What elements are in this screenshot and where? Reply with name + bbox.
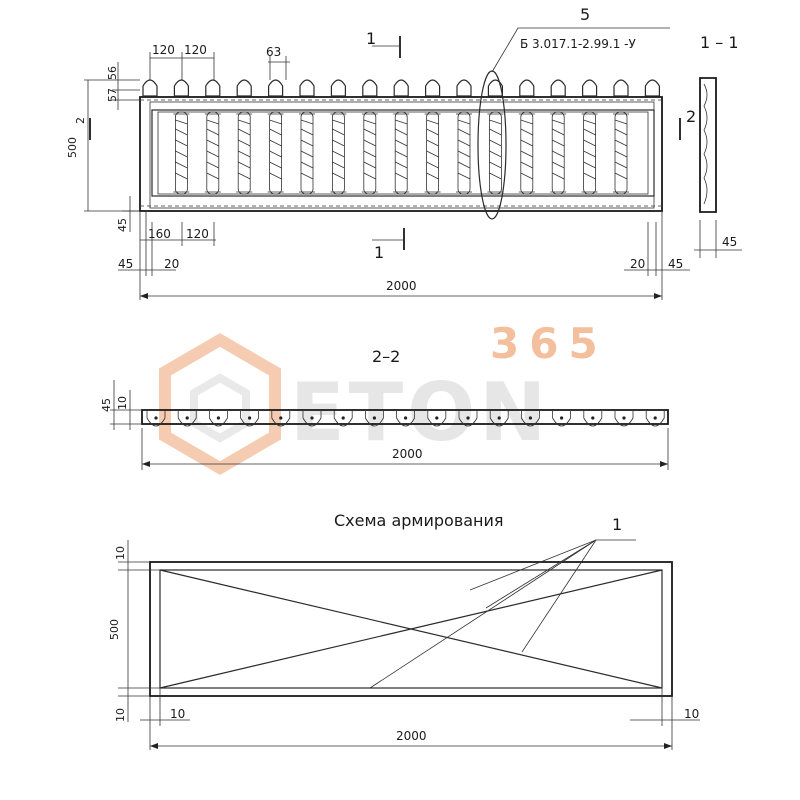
baluster-head-section — [458, 410, 478, 427]
section-2-right-label: 2 — [686, 107, 696, 126]
baluster-head-section — [521, 410, 540, 427]
rebar-diagonal-2 — [159, 569, 663, 689]
callout-circle — [477, 70, 507, 220]
watermark: 365 ETON — [159, 319, 608, 475]
dim-right-20: 20 — [630, 257, 645, 271]
section-1-bottom-label: 1 — [374, 243, 384, 262]
baluster-head-section — [271, 410, 291, 427]
dim-left-45: 45 — [116, 218, 129, 232]
panel-window — [151, 109, 655, 197]
dim-top-total-2000: 2000 — [386, 279, 417, 293]
dim-reinf-10-left: 10 — [170, 707, 185, 721]
baluster-head-section — [240, 410, 259, 427]
baluster-head-section — [177, 410, 197, 427]
baluster-head-section — [614, 410, 634, 427]
dim-sec22-10: 10 — [116, 396, 129, 410]
dim-left-500: 500 — [66, 137, 79, 158]
baluster — [518, 79, 535, 195]
baluster — [456, 79, 472, 195]
baluster — [361, 79, 378, 195]
baluster — [550, 79, 567, 195]
dim-top-63: 63 — [266, 45, 281, 59]
reinforcement-callout-1: 1 — [612, 515, 622, 534]
reinforcement-title: Схема армирования — [334, 511, 504, 530]
baluster — [581, 79, 598, 195]
dim-bot-20: 20 — [164, 257, 179, 271]
baluster — [204, 79, 221, 195]
side-profile — [699, 77, 717, 213]
baluster-head-section — [645, 410, 665, 427]
panel-outline — [139, 96, 663, 212]
baluster-head-section — [583, 410, 603, 427]
dim-bot-160: 160 — [148, 227, 171, 241]
callout-number: 5 — [580, 5, 590, 24]
baluster — [236, 79, 253, 195]
baluster-head-section — [333, 410, 353, 427]
dim-side-45: 45 — [722, 235, 737, 249]
top-view: 5 Б 3.017.1-2.99.1 -У 1 1 2 2 1 – 1 120 … — [66, 5, 742, 300]
dim-right-45: 45 — [668, 257, 683, 271]
section-2-2: 2–2 45 10 2000 — [100, 347, 669, 470]
baluster — [267, 79, 284, 195]
section-2-2-baluster-heads — [146, 410, 665, 427]
dim-reinf-10-right: 10 — [684, 707, 699, 721]
dim-sec22-total-2000: 2000 — [392, 447, 423, 461]
reinforcement-cage — [159, 569, 663, 689]
dim-reinf-10-bottom: 10 — [114, 708, 127, 722]
baluster — [299, 79, 315, 195]
baluster — [393, 79, 410, 195]
dim-top-120b: 120 — [184, 43, 207, 57]
baluster-head-section — [427, 410, 447, 427]
baluster-head-section — [209, 410, 228, 427]
dim-reinf-500: 500 — [108, 619, 121, 640]
dim-bot-120: 120 — [186, 227, 209, 241]
section-2-2-slab — [141, 409, 669, 425]
baluster-head-section — [396, 410, 415, 427]
dim-left-57: 57 — [106, 88, 119, 102]
dim-top-120a: 120 — [152, 43, 175, 57]
baluster-head-section — [365, 410, 384, 427]
baluster-group — [142, 79, 660, 195]
watermark-brand: ETON — [290, 366, 550, 459]
baluster-head-section — [489, 410, 509, 427]
dim-left-56: 56 — [106, 66, 119, 80]
baluster — [613, 79, 629, 195]
callout-code: Б 3.017.1-2.99.1 -У — [520, 37, 636, 51]
section-2-left-label: 2 — [74, 117, 87, 124]
baluster-head-section — [146, 410, 166, 427]
watermark-logo-icon — [159, 333, 281, 475]
baluster — [173, 79, 190, 195]
baluster — [142, 79, 158, 97]
baluster — [424, 79, 441, 195]
reinforcement-outline — [149, 561, 673, 697]
dim-reinf-total-2000: 2000 — [396, 729, 427, 743]
section-1-top-label: 1 — [366, 29, 376, 48]
section-1-1-label: 1 – 1 — [700, 33, 739, 52]
baluster — [487, 79, 504, 195]
watermark-number: 365 — [490, 319, 608, 368]
dim-reinf-10-top: 10 — [114, 546, 127, 560]
baluster — [330, 79, 347, 195]
reinforcement-scheme: Схема армирования 1 10 500 10 10 10 2000 — [108, 511, 700, 750]
baluster-head-section — [552, 410, 571, 427]
dim-sec22-45: 45 — [100, 398, 113, 412]
baluster — [644, 79, 660, 97]
section-2-2-title: 2–2 — [372, 347, 400, 366]
callout-leader — [491, 27, 670, 73]
dim-bot-45: 45 — [118, 257, 133, 271]
baluster-head-section — [302, 410, 322, 427]
